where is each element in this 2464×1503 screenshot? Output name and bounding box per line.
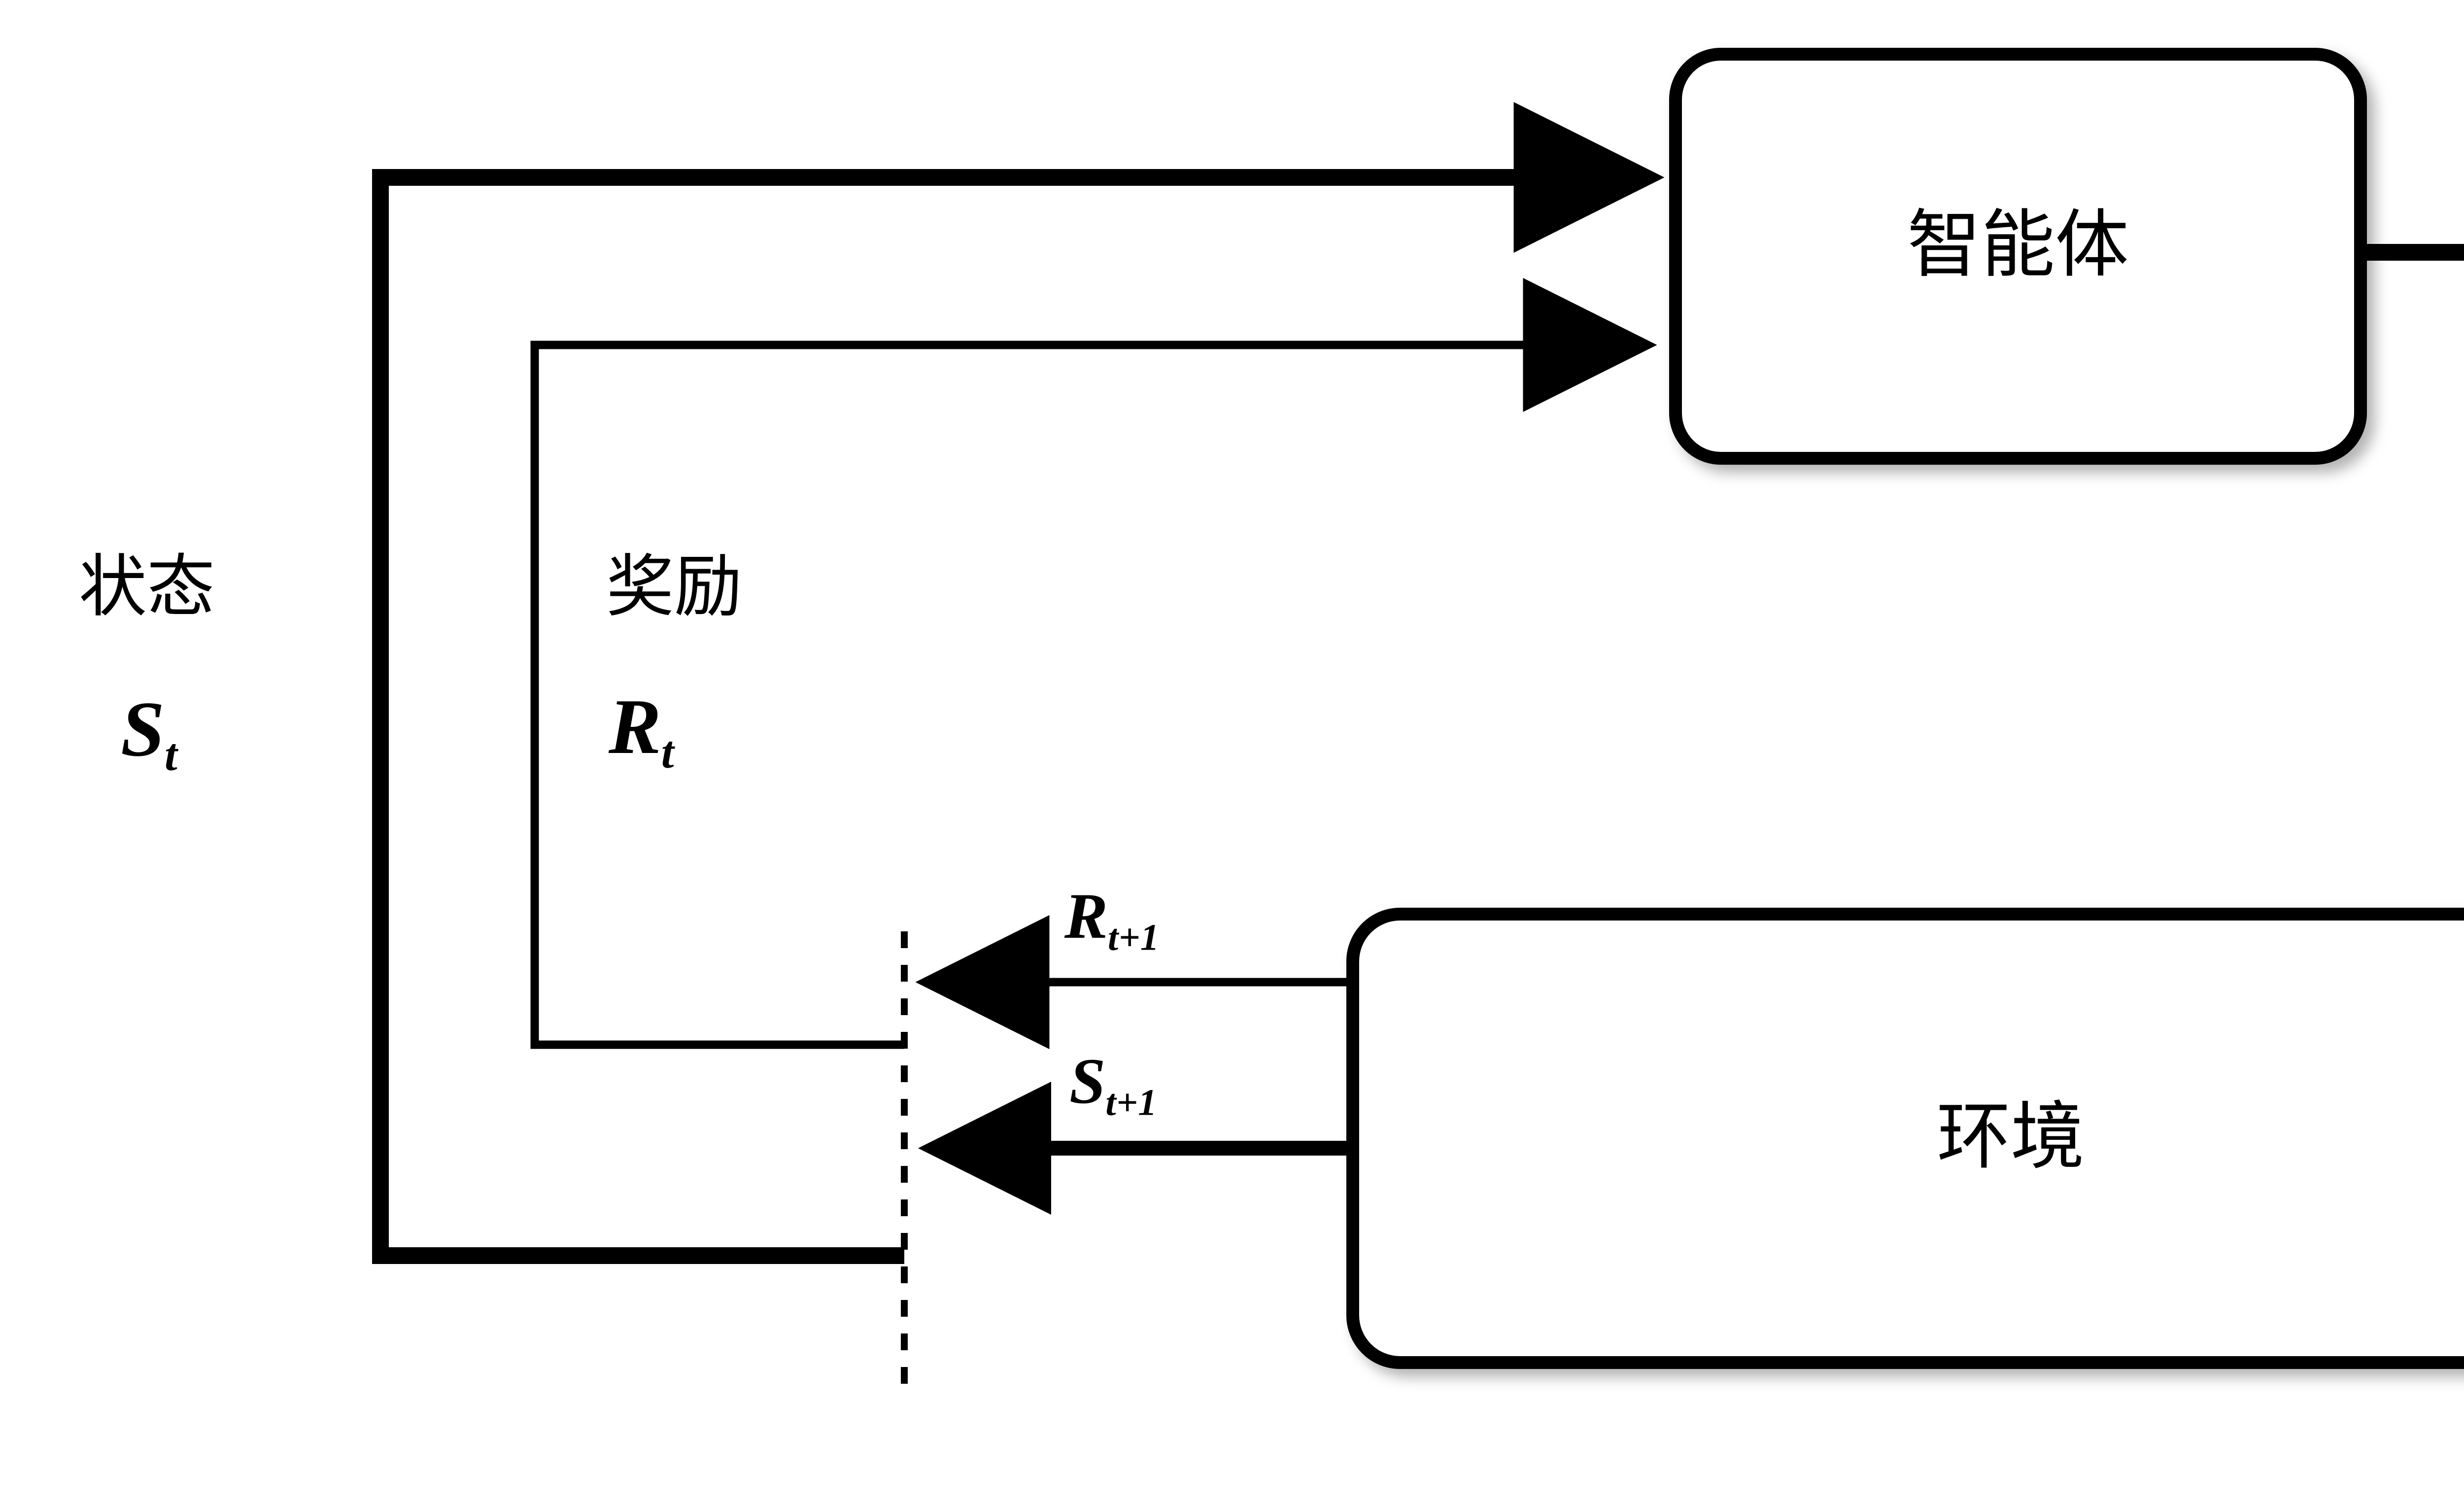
reward-feedback-path xyxy=(530,278,1657,1049)
agent-label: 智能体 xyxy=(1907,205,2129,286)
next-state-label: St+1 xyxy=(1069,1047,1157,1123)
state-symbol-subscript: t xyxy=(164,729,178,781)
state-symbol-label: St xyxy=(121,687,177,779)
state-symbol-base: S xyxy=(121,685,165,773)
next-reward-base: R xyxy=(1064,880,1108,952)
environment-label: 环境 xyxy=(1937,1096,2085,1178)
environment-node[interactable] xyxy=(1346,908,2464,1369)
reward-symbol-subscript: t xyxy=(661,727,675,778)
next-state-subscript: t+1 xyxy=(1105,1081,1158,1124)
next-reward-subscript: t+1 xyxy=(1108,916,1160,958)
next-state-base: S xyxy=(1069,1045,1106,1117)
reward-word-label: 奖励 xyxy=(606,549,743,625)
reward-symbol-base: R xyxy=(609,683,661,770)
environment-box[interactable] xyxy=(1346,908,2464,1369)
next-reward-label: Rt+1 xyxy=(1064,882,1160,957)
reward-symbol-label: Rt xyxy=(609,685,674,777)
state-word-label: 状态 xyxy=(79,549,215,625)
state-feedback-path xyxy=(372,102,1665,1264)
